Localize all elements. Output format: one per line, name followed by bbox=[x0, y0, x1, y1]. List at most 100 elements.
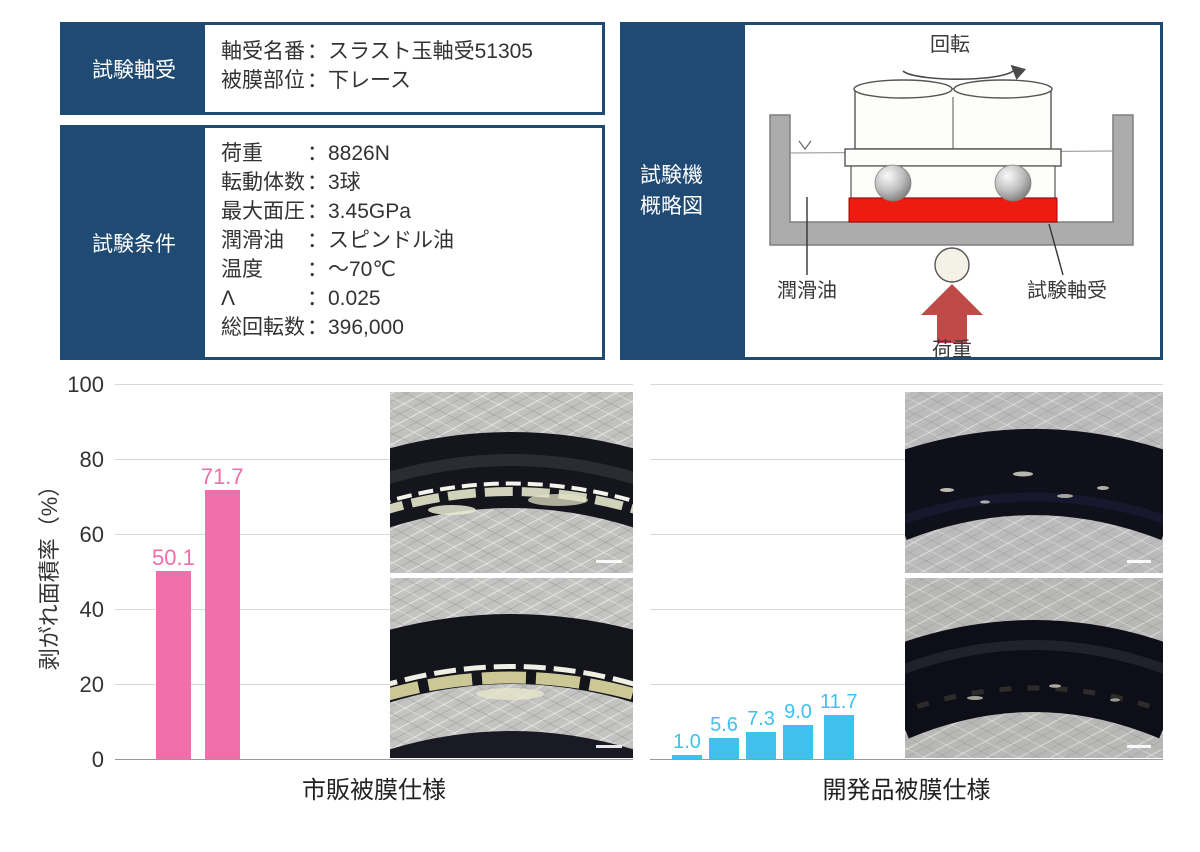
bearing-label: 試験軸受 bbox=[1027, 279, 1107, 302]
gridline bbox=[115, 384, 633, 385]
row-colon: ： bbox=[307, 171, 328, 194]
bar-value-label: 9.0 bbox=[784, 701, 812, 724]
diagram-header: 試験機 概略図 bbox=[623, 25, 745, 357]
row-colon: ： bbox=[307, 316, 328, 339]
oil-level-mark bbox=[798, 140, 812, 150]
test-bearing-body: 軸受名番：スラスト玉軸受51305 被膜部位：下レース bbox=[205, 25, 602, 112]
bar bbox=[672, 755, 702, 759]
bar-value-label: 11.7 bbox=[820, 691, 858, 714]
panel-developed: 1.0 5.6 7.3 9.0 11.7 bbox=[650, 384, 1163, 760]
table-row: 総回転数：396,000 bbox=[221, 313, 602, 342]
micrograph-commercial-bottom bbox=[390, 578, 633, 758]
bar bbox=[823, 715, 854, 759]
test-bearing-table: 試験軸受 軸受名番：スラスト玉軸受51305 被膜部位：下レース bbox=[60, 22, 605, 115]
table-row: 被膜部位：下レース bbox=[221, 66, 602, 95]
row-label: 総回転数 bbox=[221, 316, 305, 339]
row-label: 温度 bbox=[221, 258, 263, 281]
test-machine-schematic: 回転 潤滑油 試験軸受 荷重 bbox=[769, 33, 1134, 357]
load-arrow-icon bbox=[921, 284, 983, 343]
row-value: 下レース bbox=[328, 69, 411, 92]
bar bbox=[204, 490, 240, 759]
spindle-top-right bbox=[953, 79, 1053, 99]
bar bbox=[709, 738, 739, 759]
row-label: 転動体数 bbox=[221, 171, 305, 194]
ball-left bbox=[874, 164, 912, 202]
oil-bath-housing bbox=[769, 114, 1134, 246]
y-tick-label: 20 bbox=[79, 672, 104, 697]
y-tick-label: 60 bbox=[79, 522, 104, 547]
gridline bbox=[115, 459, 633, 460]
row-value: スピンドル油 bbox=[328, 229, 454, 252]
bar-group-item: 50.1 bbox=[152, 546, 195, 759]
load-label: 荷重 bbox=[932, 338, 972, 357]
bar-group-item: 11.7 bbox=[820, 690, 857, 759]
x-axis-line bbox=[650, 759, 1163, 760]
test-conditions-body: 荷重：8826N 転動体数：3球 最大面圧：3.45GPa 潤滑油：スピンドル油… bbox=[205, 128, 602, 357]
diagram-header-line1: 試験機 bbox=[640, 164, 703, 187]
bar-group-item: 1.0 bbox=[672, 730, 702, 759]
bar-group-item: 7.3 bbox=[746, 707, 776, 759]
bar-group-item: 9.0 bbox=[783, 700, 813, 759]
bars-commercial: 50.1 71.7 bbox=[152, 465, 244, 759]
table-row: 転動体数：3球 bbox=[221, 168, 602, 197]
row-label: 潤滑油 bbox=[221, 229, 284, 252]
row-colon: ： bbox=[307, 69, 328, 92]
micrograph-developed-top bbox=[905, 392, 1163, 573]
row-value: 0.025 bbox=[328, 287, 381, 310]
x-axis-line bbox=[115, 759, 633, 760]
row-value: 396,000 bbox=[328, 316, 404, 339]
micrograph-commercial-top bbox=[390, 392, 633, 573]
y-tick-label: 100 bbox=[67, 372, 104, 397]
bars-developed: 1.0 5.6 7.3 9.0 11.7 bbox=[672, 690, 857, 759]
rotation-arrow-icon bbox=[902, 64, 1027, 80]
upper-race bbox=[844, 148, 1062, 167]
table-row: 最大面圧：3.45GPa bbox=[221, 197, 602, 226]
panel-commercial: 50.1 71.7 bbox=[115, 384, 633, 760]
row-value: 8826N bbox=[328, 142, 390, 165]
row-colon: ： bbox=[307, 287, 328, 310]
table-row: 温度：～70℃ bbox=[221, 255, 602, 284]
bar-value-label: 71.7 bbox=[200, 464, 244, 490]
ball-right bbox=[994, 164, 1032, 202]
bar bbox=[746, 731, 776, 759]
bearing-leader-line bbox=[1048, 223, 1064, 276]
table-row: 軸受名番：スラスト玉軸受51305 bbox=[221, 37, 602, 66]
bar-value-label: 50.1 bbox=[152, 545, 195, 571]
rotation-label: 回転 bbox=[930, 33, 970, 56]
bar bbox=[155, 571, 191, 759]
coated-lower-race bbox=[848, 197, 1058, 223]
bar-group-item: 5.6 bbox=[709, 713, 739, 759]
gridline bbox=[115, 534, 633, 535]
bar bbox=[783, 725, 813, 759]
gridline bbox=[650, 384, 1163, 385]
spindle-top-left bbox=[853, 79, 953, 99]
support-ball bbox=[934, 247, 970, 283]
x-label-developed: 開発品被膜仕様 bbox=[822, 777, 991, 804]
row-colon: ： bbox=[307, 40, 328, 63]
bar-value-label: 7.3 bbox=[747, 707, 775, 730]
gridline bbox=[115, 684, 633, 685]
row-value: スラスト玉軸受51305 bbox=[328, 40, 533, 63]
bar-value-label: 1.0 bbox=[673, 731, 701, 754]
bar-group-item: 71.7 bbox=[201, 465, 244, 759]
micrograph-developed-bottom bbox=[905, 578, 1163, 758]
table-row: 潤滑油：スピンドル油 bbox=[221, 226, 602, 255]
y-tick-label: 40 bbox=[79, 597, 104, 622]
row-label: 最大面圧 bbox=[221, 200, 305, 223]
row-value: 3.45GPa bbox=[328, 200, 411, 223]
row-value: 3球 bbox=[328, 171, 361, 194]
x-label-commercial: 市販被膜仕様 bbox=[302, 777, 446, 804]
gridline bbox=[115, 609, 633, 610]
row-label: 荷重 bbox=[221, 142, 263, 165]
bar-value-label: 5.6 bbox=[710, 714, 738, 736]
test-machine-panel: 試験機 概略図 回転 bbox=[620, 22, 1163, 360]
row-label: 被膜部位 bbox=[221, 69, 305, 92]
row-colon: ： bbox=[307, 142, 328, 165]
row-colon: ： bbox=[307, 258, 328, 281]
diagram-header-line2: 概略図 bbox=[640, 195, 703, 218]
test-conditions-header: 試験条件 bbox=[63, 128, 205, 357]
y-tick-label: 80 bbox=[79, 447, 104, 472]
